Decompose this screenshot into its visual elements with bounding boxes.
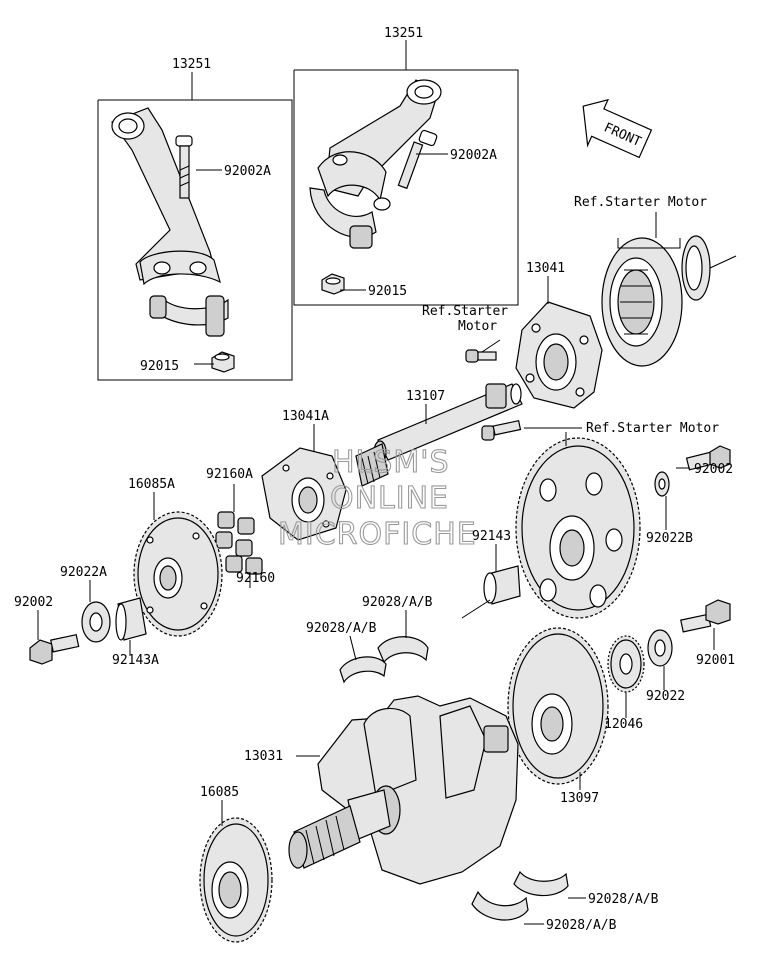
label-13041a: 13041A	[282, 409, 329, 424]
label-92015-right: 92015	[368, 284, 407, 299]
label-92001: 92001	[696, 653, 735, 668]
nut-left	[211, 351, 235, 373]
nut-right	[321, 273, 345, 295]
gear-16085	[199, 817, 273, 943]
bearing-shell-bottom-left	[471, 890, 529, 921]
label-92028-bottom-2: 92028/A/B	[546, 918, 617, 933]
label-13097: 13097	[560, 791, 599, 806]
collar-92143a	[115, 597, 147, 641]
label-92002-right: 92002	[694, 462, 733, 477]
label-13251-left: 13251	[172, 57, 211, 72]
label-92028-bottom-1: 92028/A/B	[588, 892, 659, 907]
conrod-left	[111, 107, 229, 337]
bolt-92002-left	[29, 634, 80, 665]
bolt-92001	[680, 599, 731, 633]
label-92002a-left: 92002A	[224, 164, 271, 179]
leader-lines	[37, 153, 715, 925]
label-92160a: 92160A	[206, 467, 253, 482]
label-92143: 92143	[472, 529, 511, 544]
watermark-line-2: ONLINE	[330, 481, 449, 516]
conrod-right-frame	[293, 40, 519, 306]
label-13041: 13041	[526, 261, 565, 276]
starter-gear-right	[515, 437, 641, 619]
bearing-92143	[483, 565, 521, 605]
watermark: HLSM'S ONLINE MICROFICHE	[277, 444, 477, 552]
label-92160: 92160	[236, 571, 275, 586]
starter-washer-top	[681, 235, 711, 301]
front-arrow-icon: FRONT	[582, 98, 653, 159]
crankshaft-13031	[288, 695, 519, 885]
washer-92022b	[654, 471, 670, 497]
label-92143a: 92143A	[112, 653, 159, 668]
label-ref-starter-right: Ref.Starter Motor	[586, 421, 719, 436]
bolt-left	[175, 135, 193, 199]
watermark-line-1: HLSM'S	[332, 445, 450, 480]
label-16085: 16085	[200, 785, 239, 800]
label-ref-starter-top: Ref.Starter Motor	[574, 195, 707, 210]
label-12046: 12046	[604, 717, 643, 732]
label-92002a-right: 92002A	[450, 148, 497, 163]
gear-12046	[607, 635, 645, 693]
label-13031: 13031	[244, 749, 283, 764]
bearing-shell-top-right	[377, 636, 429, 664]
conrod-right	[309, 79, 442, 249]
washer-92022	[647, 629, 673, 667]
washer-92022a	[81, 601, 111, 643]
label-92022b: 92022B	[646, 531, 693, 546]
flange-13041	[515, 301, 603, 409]
gear-13097	[507, 627, 609, 785]
label-92022: 92022	[646, 689, 685, 704]
label-92028-top-1: 92028/A/B	[362, 595, 433, 610]
axis-line-mid	[461, 599, 491, 619]
label-92028-top-2: 92028/A/B	[306, 621, 377, 636]
bearing-shell-bottom-right	[513, 870, 569, 897]
label-ref-starter-mid-1: Ref.Starter	[422, 304, 508, 319]
label-16085a: 16085A	[128, 477, 175, 492]
label-13107: 13107	[406, 389, 445, 404]
flange-13041a	[261, 447, 347, 541]
axis-line-top	[709, 255, 737, 269]
label-ref-starter-mid-2: Motor	[458, 319, 497, 334]
bolt-92002-right	[685, 445, 731, 471]
starter-ring	[601, 237, 683, 367]
conrod-left-frame	[97, 72, 293, 381]
shaft-13107	[355, 383, 523, 487]
bolt-flange-small	[465, 349, 497, 363]
part-labels: 13251 13251 92002A 92002A 92015 92015 Re…	[14, 26, 735, 933]
watermark-line-3: MICROFICHE	[278, 517, 477, 552]
label-92015-left: 92015	[140, 359, 179, 374]
damper-92160	[215, 511, 263, 575]
label-92002-left: 92002	[14, 595, 53, 610]
label-13251-right: 13251	[384, 26, 423, 41]
label-92022a: 92022A	[60, 565, 107, 580]
bearing-shell-top-left	[339, 656, 387, 684]
gear-16085a	[133, 511, 223, 637]
bolt-flange-long	[481, 419, 522, 441]
